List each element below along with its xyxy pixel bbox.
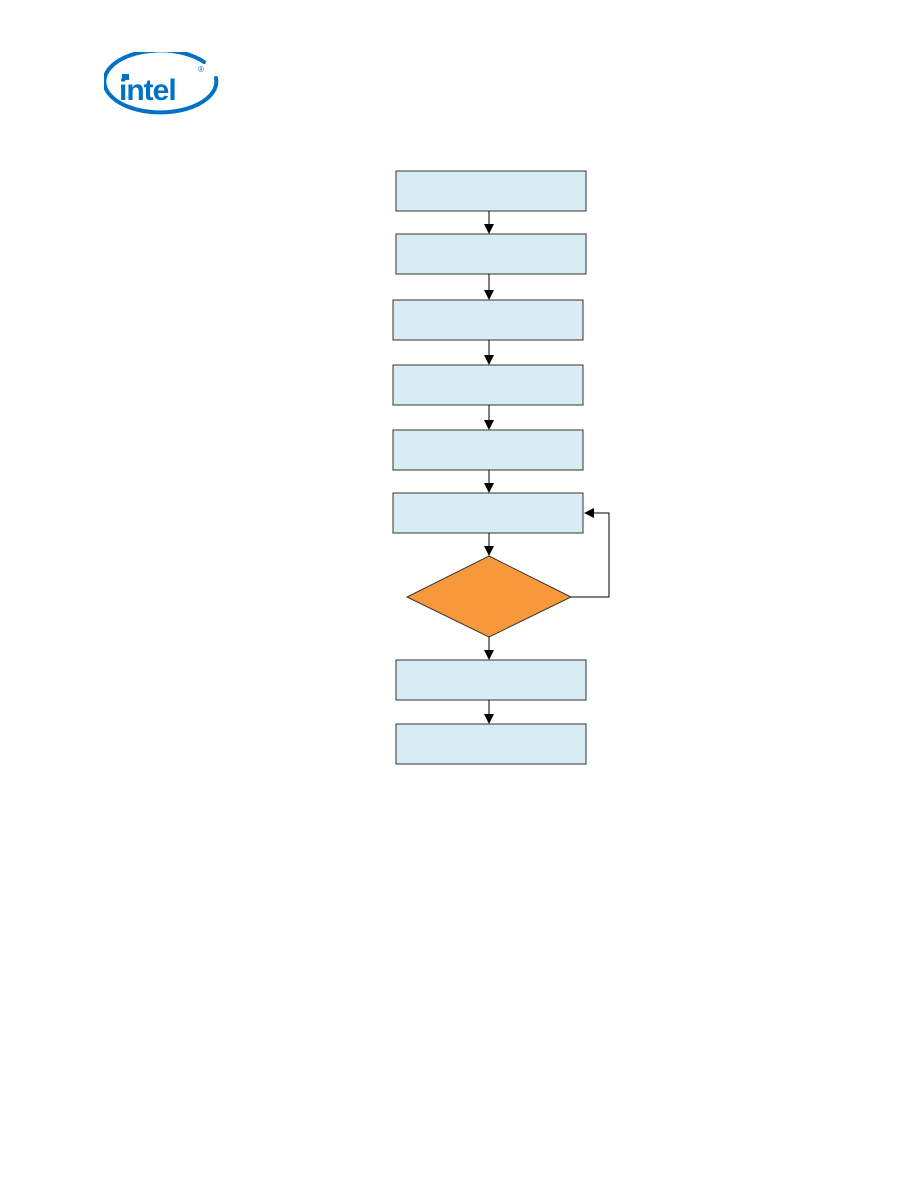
arrow-decision-loop-back xyxy=(571,508,610,598)
svg-text:®: ® xyxy=(198,65,204,74)
flow-step-1 xyxy=(395,170,587,212)
flow-decision xyxy=(405,555,573,638)
flow-step-3 xyxy=(392,299,584,341)
flow-step-7 xyxy=(395,659,587,701)
flow-step-4 xyxy=(392,364,584,406)
flow-step-6 xyxy=(392,492,584,534)
logo-text: intel xyxy=(119,74,176,107)
flow-step-2 xyxy=(395,233,587,275)
intel-logo: intel ® xyxy=(104,52,219,115)
flow-step-5 xyxy=(392,429,584,471)
flow-step-8 xyxy=(395,723,587,765)
